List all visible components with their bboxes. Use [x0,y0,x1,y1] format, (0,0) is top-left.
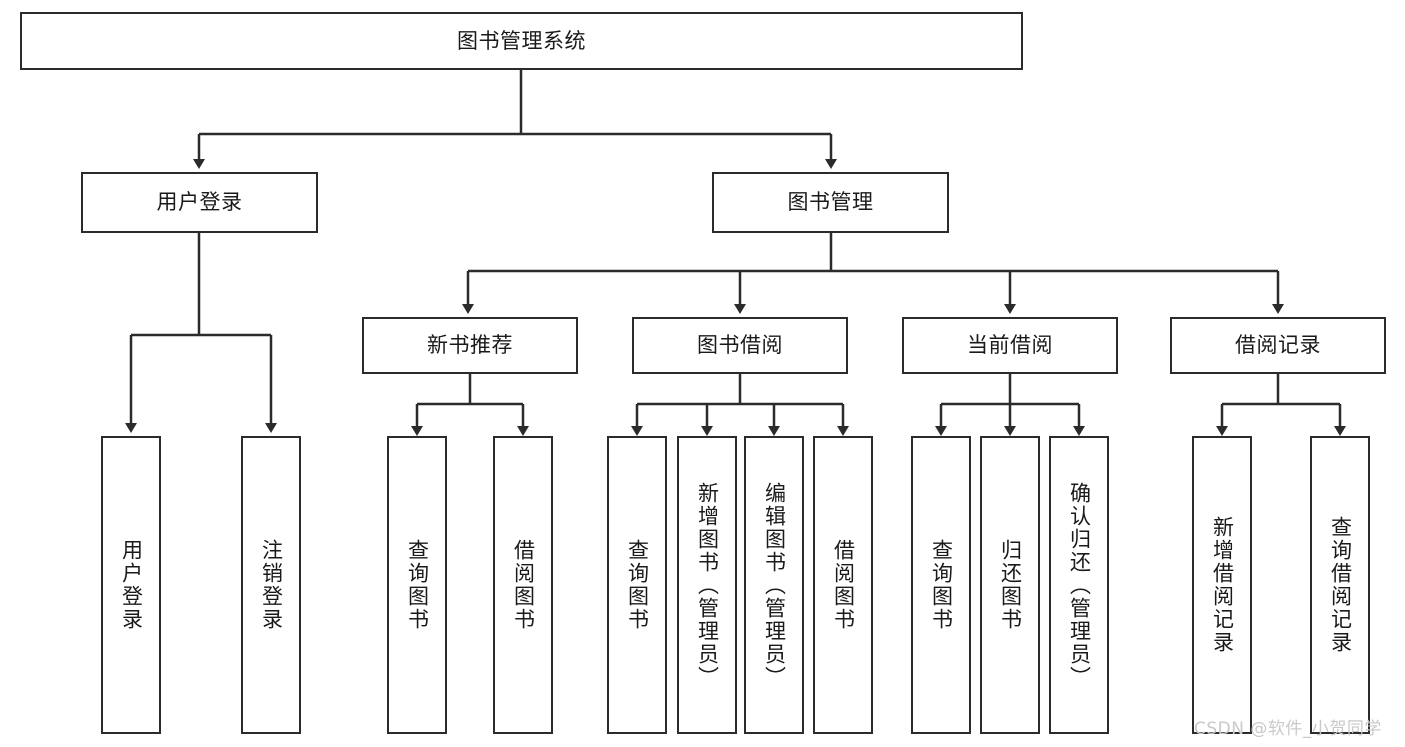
node-label: 新增借阅记录 [1210,516,1235,654]
node-label: 查询借阅记录 [1328,516,1353,654]
leaf-current-return-book[interactable]: 归还图书 [980,436,1040,734]
leaf-borrow-query-book[interactable]: 查询图书 [607,436,667,734]
leaf-record-query-record[interactable]: 查询借阅记录 [1310,436,1370,734]
node-label: 借阅记录 [1235,333,1321,358]
node-book-borrow[interactable]: 图书借阅 [632,317,848,374]
leaf-recommend-query-book[interactable]: 查询图书 [387,436,447,734]
leaf-user-login-login[interactable]: 用户登录 [101,436,161,734]
leaf-current-query-book[interactable]: 查询图书 [911,436,971,734]
node-label: 查询图书 [405,539,430,631]
node-label: 归还图书 [998,539,1023,631]
node-new-book-recommend[interactable]: 新书推荐 [362,317,578,374]
node-label: 图书管理 [787,190,874,215]
node-label: 查询图书 [929,539,954,631]
node-label: 图书借阅 [697,333,783,358]
csdn-watermark: CSDN @软件_小贺同学 [1194,719,1382,739]
node-label: 新书推荐 [427,333,513,358]
leaf-borrow-edit-book-admin[interactable]: 编辑图书（管理员） [744,436,804,734]
node-label: 查询图书 [625,539,650,631]
node-root-book-management-system[interactable]: 图书管理系统 [20,12,1023,70]
node-user-login[interactable]: 用户登录 [81,172,318,233]
leaf-recommend-borrow-book[interactable]: 借阅图书 [493,436,553,734]
leaf-current-confirm-return-admin[interactable]: 确认归还（管理员） [1049,436,1109,734]
leaf-user-login-logout[interactable]: 注销登录 [241,436,301,734]
leaf-borrow-borrow-book[interactable]: 借阅图书 [813,436,873,734]
node-label: 新增图书（管理员） [695,481,720,689]
leaf-record-add-record[interactable]: 新增借阅记录 [1192,436,1252,734]
node-label: 确认归还（管理员） [1067,481,1092,689]
node-label: 用户登录 [156,190,243,215]
node-label: 编辑图书（管理员） [762,481,787,689]
node-label: 借阅图书 [831,539,856,631]
node-label: 借阅图书 [511,539,536,631]
node-label: 用户登录 [119,539,144,631]
node-label: 注销登录 [259,539,284,631]
node-borrow-record[interactable]: 借阅记录 [1170,317,1386,374]
node-label: 图书管理系统 [457,28,586,53]
node-label: 当前借阅 [967,333,1053,358]
leaf-borrow-add-book-admin[interactable]: 新增图书（管理员） [677,436,737,734]
node-current-borrow[interactable]: 当前借阅 [902,317,1118,374]
node-book-management[interactable]: 图书管理 [712,172,949,233]
